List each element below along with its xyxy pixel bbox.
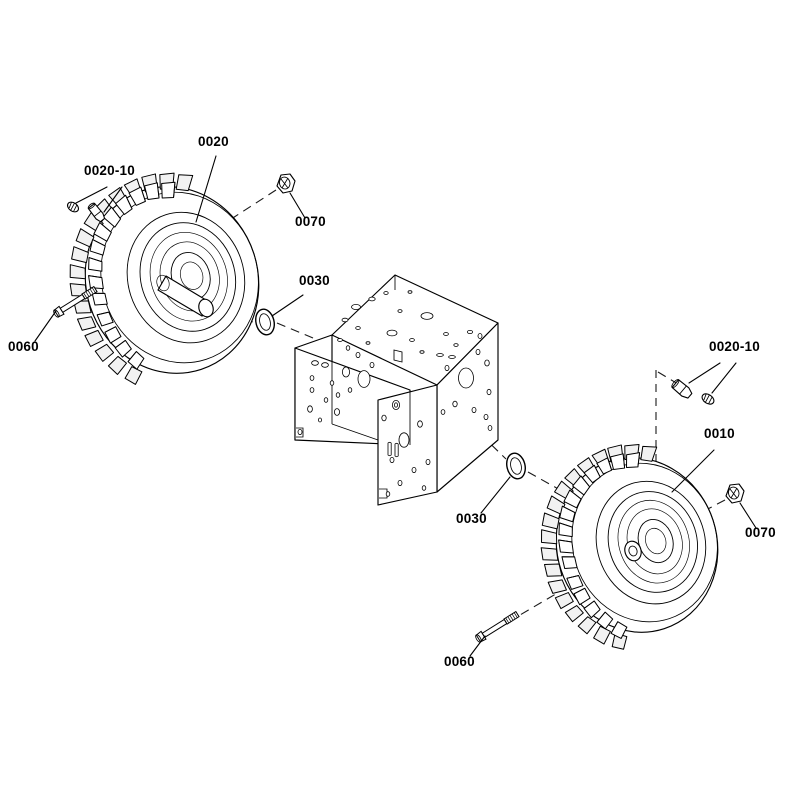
tire-lug-facets bbox=[558, 452, 641, 634]
tire-tread-lugs-inner bbox=[88, 181, 176, 370]
left-wheel-assembly bbox=[69, 172, 260, 385]
callout-leader-lines bbox=[34, 155, 757, 657]
callout-label-0030-right: 0030 bbox=[456, 511, 487, 526]
washer-left bbox=[255, 308, 275, 336]
chassis-frame-housing bbox=[294, 274, 499, 506]
callout-labels: 0020 0020-10 0070 0030 0060 0020-10 0010… bbox=[8, 134, 776, 669]
callout-label-0030-left: 0030 bbox=[299, 273, 330, 288]
frame-holes-front-panel bbox=[381, 399, 431, 497]
callout-label-0010: 0010 bbox=[704, 426, 735, 441]
callout-label-0020-10-right: 0020-10 bbox=[709, 339, 760, 354]
frame-holes-left-panel bbox=[297, 345, 375, 435]
bolt-right bbox=[475, 610, 520, 643]
valve-stem-right bbox=[671, 379, 715, 405]
callout-label-0060-right: 0060 bbox=[444, 654, 475, 669]
washer-right bbox=[506, 452, 526, 480]
callout-label-0070-right: 0070 bbox=[745, 525, 776, 540]
bolt-left bbox=[53, 285, 98, 318]
frame-edges bbox=[331, 275, 438, 505]
callout-label-0060-left: 0060 bbox=[8, 339, 39, 354]
valve-stem-left bbox=[66, 201, 106, 223]
frame-holes-top-deck bbox=[337, 290, 473, 359]
left-wheel-axle-hub bbox=[156, 274, 214, 318]
right-wheel-axle-hub bbox=[624, 540, 642, 562]
hex-nut-left bbox=[276, 173, 296, 194]
callout-label-0020-10-left: 0020-10 bbox=[84, 163, 135, 178]
callout-label-0070-left: 0070 bbox=[295, 214, 326, 229]
frame-hidden-edges bbox=[294, 323, 499, 505]
hex-nut-right bbox=[725, 483, 745, 504]
frame-holes-right-panel bbox=[440, 333, 493, 431]
callout-label-0020: 0020 bbox=[198, 134, 229, 149]
right-wheel-assembly bbox=[540, 443, 719, 650]
